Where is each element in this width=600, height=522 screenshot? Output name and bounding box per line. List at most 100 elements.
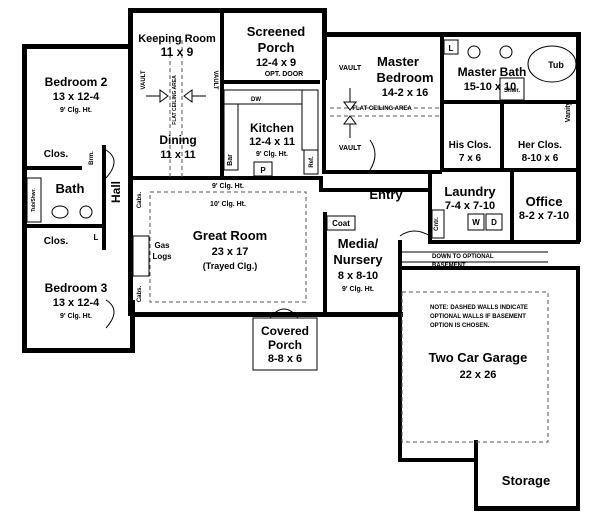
dining-size: 11 x 11 — [160, 149, 196, 161]
master-bedroom-name2: Bedroom — [376, 70, 433, 85]
dryer-label: D — [491, 218, 497, 227]
stairs-note-line2: BASEMENT — [432, 263, 466, 269]
great-room-detail: (Trayed Clg.) — [203, 261, 258, 271]
bedroom2-door — [105, 149, 115, 179]
master-sink-1 — [467, 45, 481, 59]
garage-door-swing — [399, 230, 431, 237]
screened-porch-size: 12-4 x 9 — [256, 57, 296, 69]
bath-name: Bath — [56, 181, 85, 196]
broom-closet-label: Brm. — [89, 151, 95, 165]
refrigerator — [303, 149, 319, 175]
washer-label: W — [472, 218, 480, 227]
bedroom2-name: Bedroom 2 — [45, 75, 108, 89]
bath-tub-label: Tub/Shwr. — [31, 188, 37, 212]
covered-porch-size: 8-8 x 6 — [268, 353, 302, 365]
closet-lower-name: Clos. — [44, 236, 69, 247]
vault-label-top: VAULT — [339, 65, 362, 72]
media-size: 8 x 8-10 — [338, 270, 378, 282]
screened-porch-name2: Porch — [258, 40, 295, 55]
fireplace — [132, 235, 150, 277]
keeping-room-size: 11 x 9 — [161, 45, 194, 59]
note-line3: OPTION IS CHOSEN. — [430, 323, 490, 329]
master-bath-name: Master Bath — [458, 65, 527, 79]
media-name1: Media/ — [338, 236, 379, 251]
laundry-name: Laundry — [444, 184, 496, 199]
covered-porch-door — [269, 308, 299, 319]
master-door — [369, 139, 376, 171]
master-tub-label: Tub — [548, 60, 564, 70]
screened-porch-name1: Screened — [247, 24, 306, 39]
master-sink-2 — [499, 45, 513, 59]
dining-name: Dining — [159, 133, 196, 147]
kitchen-name: Kitchen — [250, 121, 294, 135]
office-size: 8-2 x 7-10 — [519, 210, 569, 222]
opt-door-note: OPT. DOOR — [265, 71, 304, 78]
bath-linen-label: L — [94, 233, 99, 242]
gas-logs-line2: Logs — [152, 252, 172, 261]
cabs-upper-label: Cabs. — [137, 192, 143, 209]
ref-label: Ref. — [309, 156, 315, 168]
basement-stairs — [400, 251, 548, 263]
storage-name: Storage — [502, 473, 550, 488]
vault-arrows — [146, 88, 357, 138]
vault-label-left: VAULT — [141, 70, 147, 89]
master-tub — [527, 45, 577, 83]
garage-size: 22 x 26 — [460, 369, 497, 381]
bedroom3-size: 13 x 12-4 — [53, 297, 100, 309]
bedroom3-door — [105, 299, 115, 329]
garage-name: Two Car Garage — [429, 350, 528, 365]
laundry-size: 7-4 x 7-10 — [445, 200, 495, 212]
washer — [467, 213, 485, 231]
fixtures — [26, 39, 577, 443]
master-bath-size: 15-10 x 10 — [464, 81, 517, 93]
kitchen-size: 12-4 x 11 — [249, 136, 295, 148]
great-room-name: Great Room — [193, 228, 267, 243]
great-room-ceiling9: 9' Clg. Ht. — [212, 183, 244, 190]
kitchen-bar — [223, 103, 239, 171]
master-linen-label: L — [449, 44, 454, 53]
vault-arrow-down-icon — [343, 88, 357, 111]
bedroom3-name: Bedroom 3 — [45, 281, 108, 295]
bath-toilet — [51, 205, 69, 219]
hall-name: Hall — [109, 181, 123, 203]
coat-label: Coat — [332, 219, 350, 228]
master-bedroom-name1: Master — [377, 54, 419, 69]
vault-arrow-right-icon — [146, 89, 169, 103]
master-linen — [443, 39, 459, 55]
his-closet-size: 7 x 6 — [459, 153, 482, 164]
master-shower-label: Shwr. — [504, 88, 520, 94]
coat-closet — [326, 215, 356, 231]
laundry-counter — [431, 209, 445, 239]
vault-arrow-up-icon — [343, 115, 357, 138]
master-shower — [499, 77, 525, 101]
note-line2: OPTIONAL WALLS IF BASEMENT — [430, 314, 526, 320]
media-ceiling: 9' Clg. Ht. — [342, 286, 374, 293]
bedroom2-ceiling: 9' Clg. Ht. — [60, 107, 92, 114]
bedroom2-size: 13 x 12-4 — [53, 91, 100, 103]
bath-tub — [26, 177, 42, 223]
media-name2: Nursery — [333, 252, 383, 267]
entry-name: Entry — [369, 187, 403, 202]
great-room-size: 23 x 17 — [212, 246, 249, 258]
counter-label: Cntr. — [434, 217, 440, 231]
office-name: Office — [526, 194, 563, 209]
flat-ceiling-master: FLAT CEILING AREA — [352, 106, 412, 112]
keeping-room-name: Keeping Room — [138, 33, 216, 45]
great-room-ceiling10: 10' Clg. Ht. — [210, 201, 246, 208]
kitchen-pantry — [253, 161, 273, 177]
bath-sink — [79, 205, 93, 219]
note-line1: NOTE: DASHED WALLS INDICATE — [430, 305, 528, 311]
kitchen-ceiling: 9' Clg. Ht. — [256, 151, 288, 158]
dishwasher-label: DW — [251, 97, 261, 103]
gas-logs-line1: Gas — [154, 241, 170, 250]
pantry-label: P — [260, 166, 266, 175]
closet-upper-name: Clos. — [44, 149, 69, 160]
kitchen-counter-top — [223, 89, 305, 105]
stairs-note-line1: DOWN TO OPTIONAL — [432, 254, 494, 260]
labels: Keeping Room 11 x 9 Screened Porch 12-4 … — [31, 24, 572, 488]
flat-ceiling-keeping: FLAT CEILING AREA — [172, 75, 178, 125]
kitchen-counter-right — [301, 89, 319, 151]
master-bedroom-size: 14-2 x 16 — [382, 87, 428, 99]
vault-label-right: VAULT — [212, 70, 218, 89]
